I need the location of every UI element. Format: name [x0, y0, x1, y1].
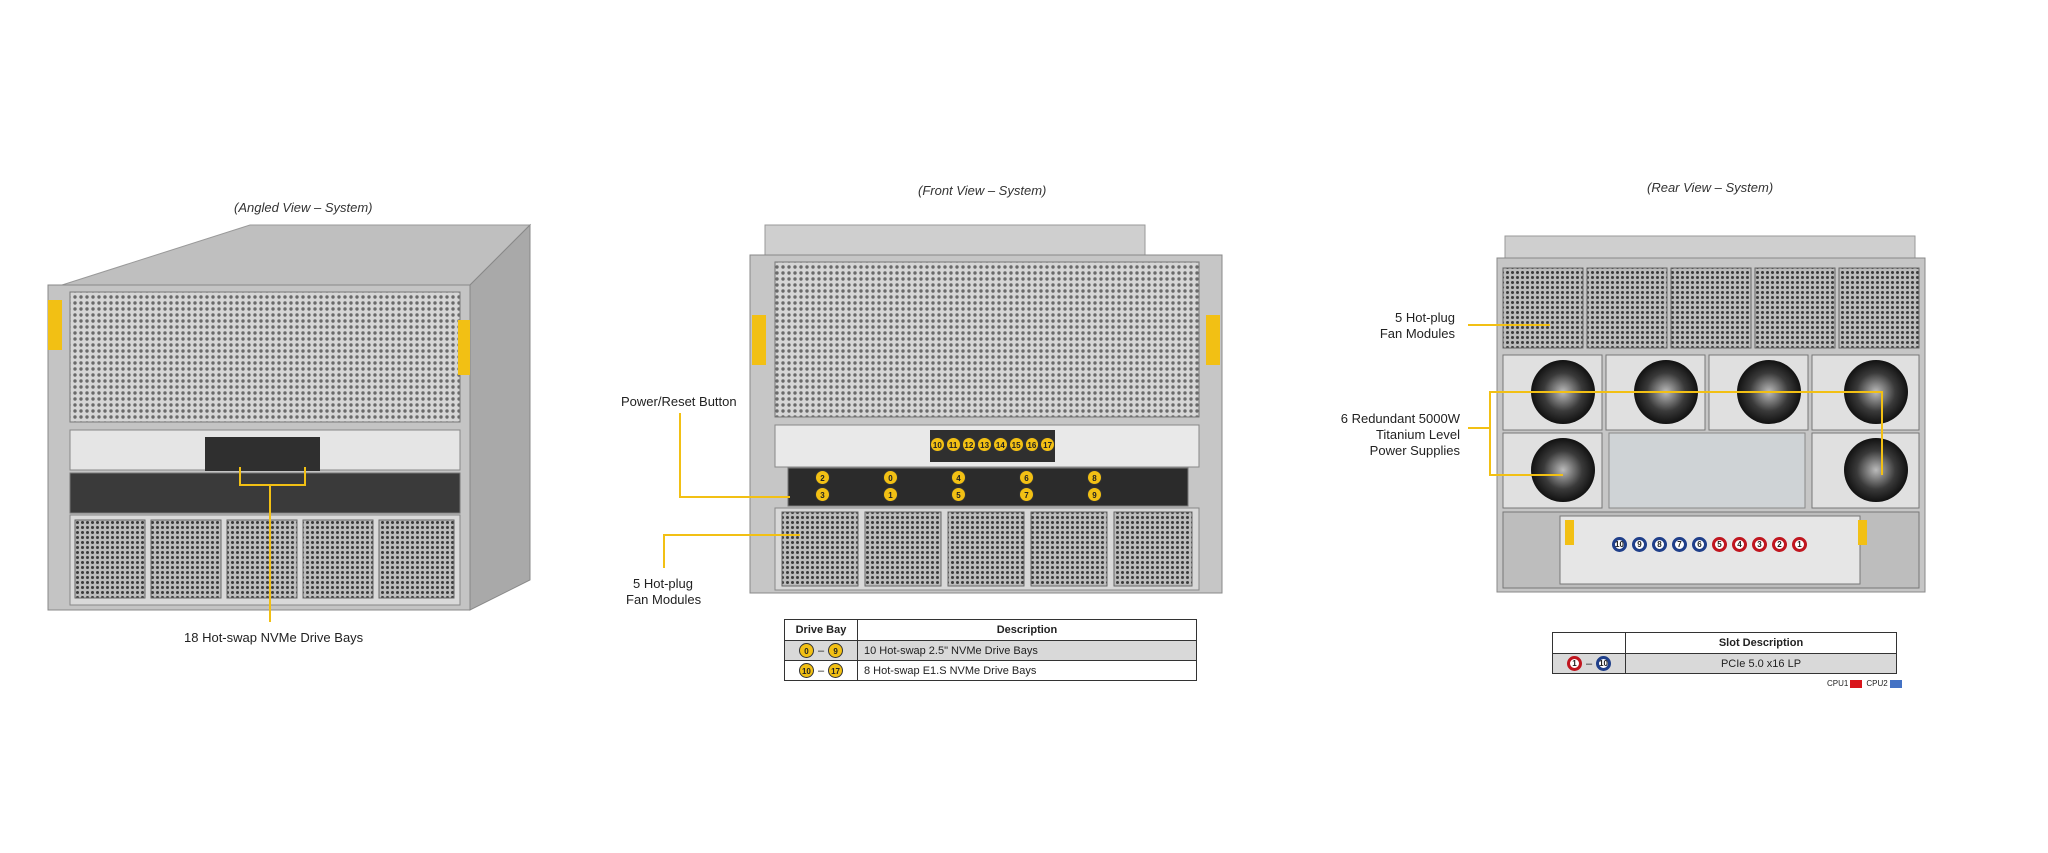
rear-callout-lines [1468, 324, 1883, 476]
front-nvme-bay-badge: 6 [1019, 470, 1034, 485]
rear-psu-callout-line2: Titanium Level [1375, 427, 1460, 442]
rear-pcie-slot-badge-cpu2: 10 [1612, 537, 1627, 552]
angled-callout-line [239, 467, 306, 622]
cpu1-swatch [1850, 679, 1863, 688]
table-row: 0–9 10 Hot-swap 2.5" NVMe Drive Bays [784, 640, 1197, 661]
drive-bay-description: 8 Hot-swap E1.S NVMe Drive Bays [857, 660, 1197, 681]
front-callout-lines [663, 413, 800, 568]
front-e1s-bay-badge: 10 [930, 437, 945, 452]
front-fan-modules-callout: 5 Hot-plug Fan Modules [626, 576, 701, 608]
front-table-col-drive-bay: Drive Bay [784, 619, 858, 641]
front-table-header: Drive Bay Description [784, 619, 1197, 641]
front-fan-callout-line2: Fan Modules [626, 592, 702, 607]
angled-view-fans [74, 519, 455, 599]
rear-psu-callout: 6 Redundant 5000W Titanium Level Power S… [1320, 411, 1460, 459]
rear-pcie-area [1502, 511, 1920, 589]
range-start-badge: 10 [798, 663, 814, 678]
drive-bay-range: 10–17 [784, 660, 858, 681]
range-start-badge: 1 [1566, 656, 1582, 671]
cpu2-swatch [1889, 679, 1902, 688]
rear-psu-callout-line3: Power Supplies [1369, 443, 1460, 458]
rear-view-fans [1502, 267, 1920, 349]
front-view-caption: (Front View – System) [918, 183, 1047, 198]
front-e1s-bay-badge: 11 [945, 437, 961, 452]
front-nvme-bay-badge: 8 [1087, 470, 1102, 485]
front-table-col-description: Description [857, 619, 1197, 641]
angled-view-caption: (Angled View – System) [234, 200, 373, 215]
rear-pcie-slot-badge-cpu1: 1 [1792, 537, 1807, 552]
front-power-button-callout: Power/Reset Button [621, 394, 737, 409]
rear-pcie-slot-badge-cpu2: 9 [1632, 537, 1647, 552]
rear-table-col-slot [1552, 632, 1626, 654]
drive-bay-description: 10 Hot-swap 2.5" NVMe Drive Bays [857, 640, 1197, 661]
range-end-badge: 9 [828, 643, 844, 658]
front-nvme-bay-labels: 2 0 4 6 8 3 1 5 7 9 [815, 470, 1155, 502]
rear-view-caption: (Rear View – System) [1647, 180, 1774, 195]
front-e1s-bay-badge: 14 [993, 437, 1008, 452]
rear-table-col-description: Slot Description [1625, 632, 1897, 654]
front-e1s-bay-badge: 17 [1040, 437, 1055, 452]
front-e1s-bay-badge: 15 [1008, 437, 1024, 452]
front-view-fans [781, 511, 1193, 587]
front-e1s-bay-badge: 12 [961, 437, 977, 452]
table-row: 10–17 8 Hot-swap E1.S NVMe Drive Bays [784, 660, 1197, 681]
table-row: 1–10 PCIe 5.0 x16 LP [1552, 653, 1897, 674]
front-e1s-bay-labels: 10 11 12 13 14 15 16 17 [930, 437, 1055, 452]
front-nvme-bay-badge: 3 [815, 487, 830, 502]
front-nvme-bay-badge: 9 [1087, 487, 1102, 502]
front-e1s-bay-badge: 16 [1024, 437, 1040, 452]
rear-pcie-slot-badge-cpu2: 7 [1672, 537, 1687, 552]
front-nvme-bay-badge: 2 [815, 470, 830, 485]
rear-pcie-slot-badge-cpu1: 2 [1772, 537, 1787, 552]
range-end-badge: 17 [828, 663, 844, 678]
rear-fan-callout-line2: Fan Modules [1379, 326, 1455, 341]
range-end-badge: 10 [1596, 656, 1612, 671]
angled-drive-bays-callout: 18 Hot-swap NVMe Drive Bays [184, 630, 364, 645]
front-nvme-bay-badge: 1 [883, 487, 898, 502]
front-fan-callout-line1: 5 Hot-plug [633, 576, 693, 591]
drive-bay-range: 0–9 [784, 640, 858, 661]
cpu2-legend-label: CPU2 [1866, 679, 1888, 688]
front-nvme-bay-badge: 5 [951, 487, 966, 502]
slot-description: PCIe 5.0 x16 LP [1625, 653, 1897, 674]
cpu-legend: CPU1 CPU2 [1827, 679, 1906, 688]
rear-pcie-slot-badge-cpu1: 4 [1732, 537, 1747, 552]
rear-pcie-slot-badge-cpu2: 8 [1652, 537, 1667, 552]
front-nvme-bay-badge: 0 [883, 470, 898, 485]
cpu1-legend-label: CPU1 [1827, 679, 1849, 688]
range-start-badge: 0 [798, 643, 814, 658]
rear-psu-callout-line1: 6 Redundant 5000W [1340, 411, 1460, 426]
slot-range: 1–10 [1552, 653, 1626, 674]
rear-pcie-slot-badge-cpu2: 6 [1692, 537, 1707, 552]
front-nvme-bay-badge: 7 [1019, 487, 1034, 502]
front-e1s-bay-badge: 13 [977, 437, 992, 452]
front-nvme-bay-badge: 4 [951, 470, 966, 485]
front-drive-bay-table: Drive Bay Description 0–9 10 Hot-swap 2.… [784, 619, 1197, 681]
rear-table-header: Slot Description [1552, 632, 1897, 654]
rear-pcie-slot-labels: 10 9 8 7 6 5 4 3 2 1 [1612, 537, 1807, 552]
rear-fan-modules-callout: 5 Hot-plug Fan Modules [1370, 310, 1455, 342]
rear-pcie-slot-badge-cpu1: 3 [1752, 537, 1767, 552]
rear-slot-table: Slot Description 1–10 PCIe 5.0 x16 LP [1552, 632, 1897, 674]
rear-fan-callout-line1: 5 Hot-plug [1395, 310, 1455, 325]
rear-pcie-slot-badge-cpu1: 5 [1712, 537, 1727, 552]
